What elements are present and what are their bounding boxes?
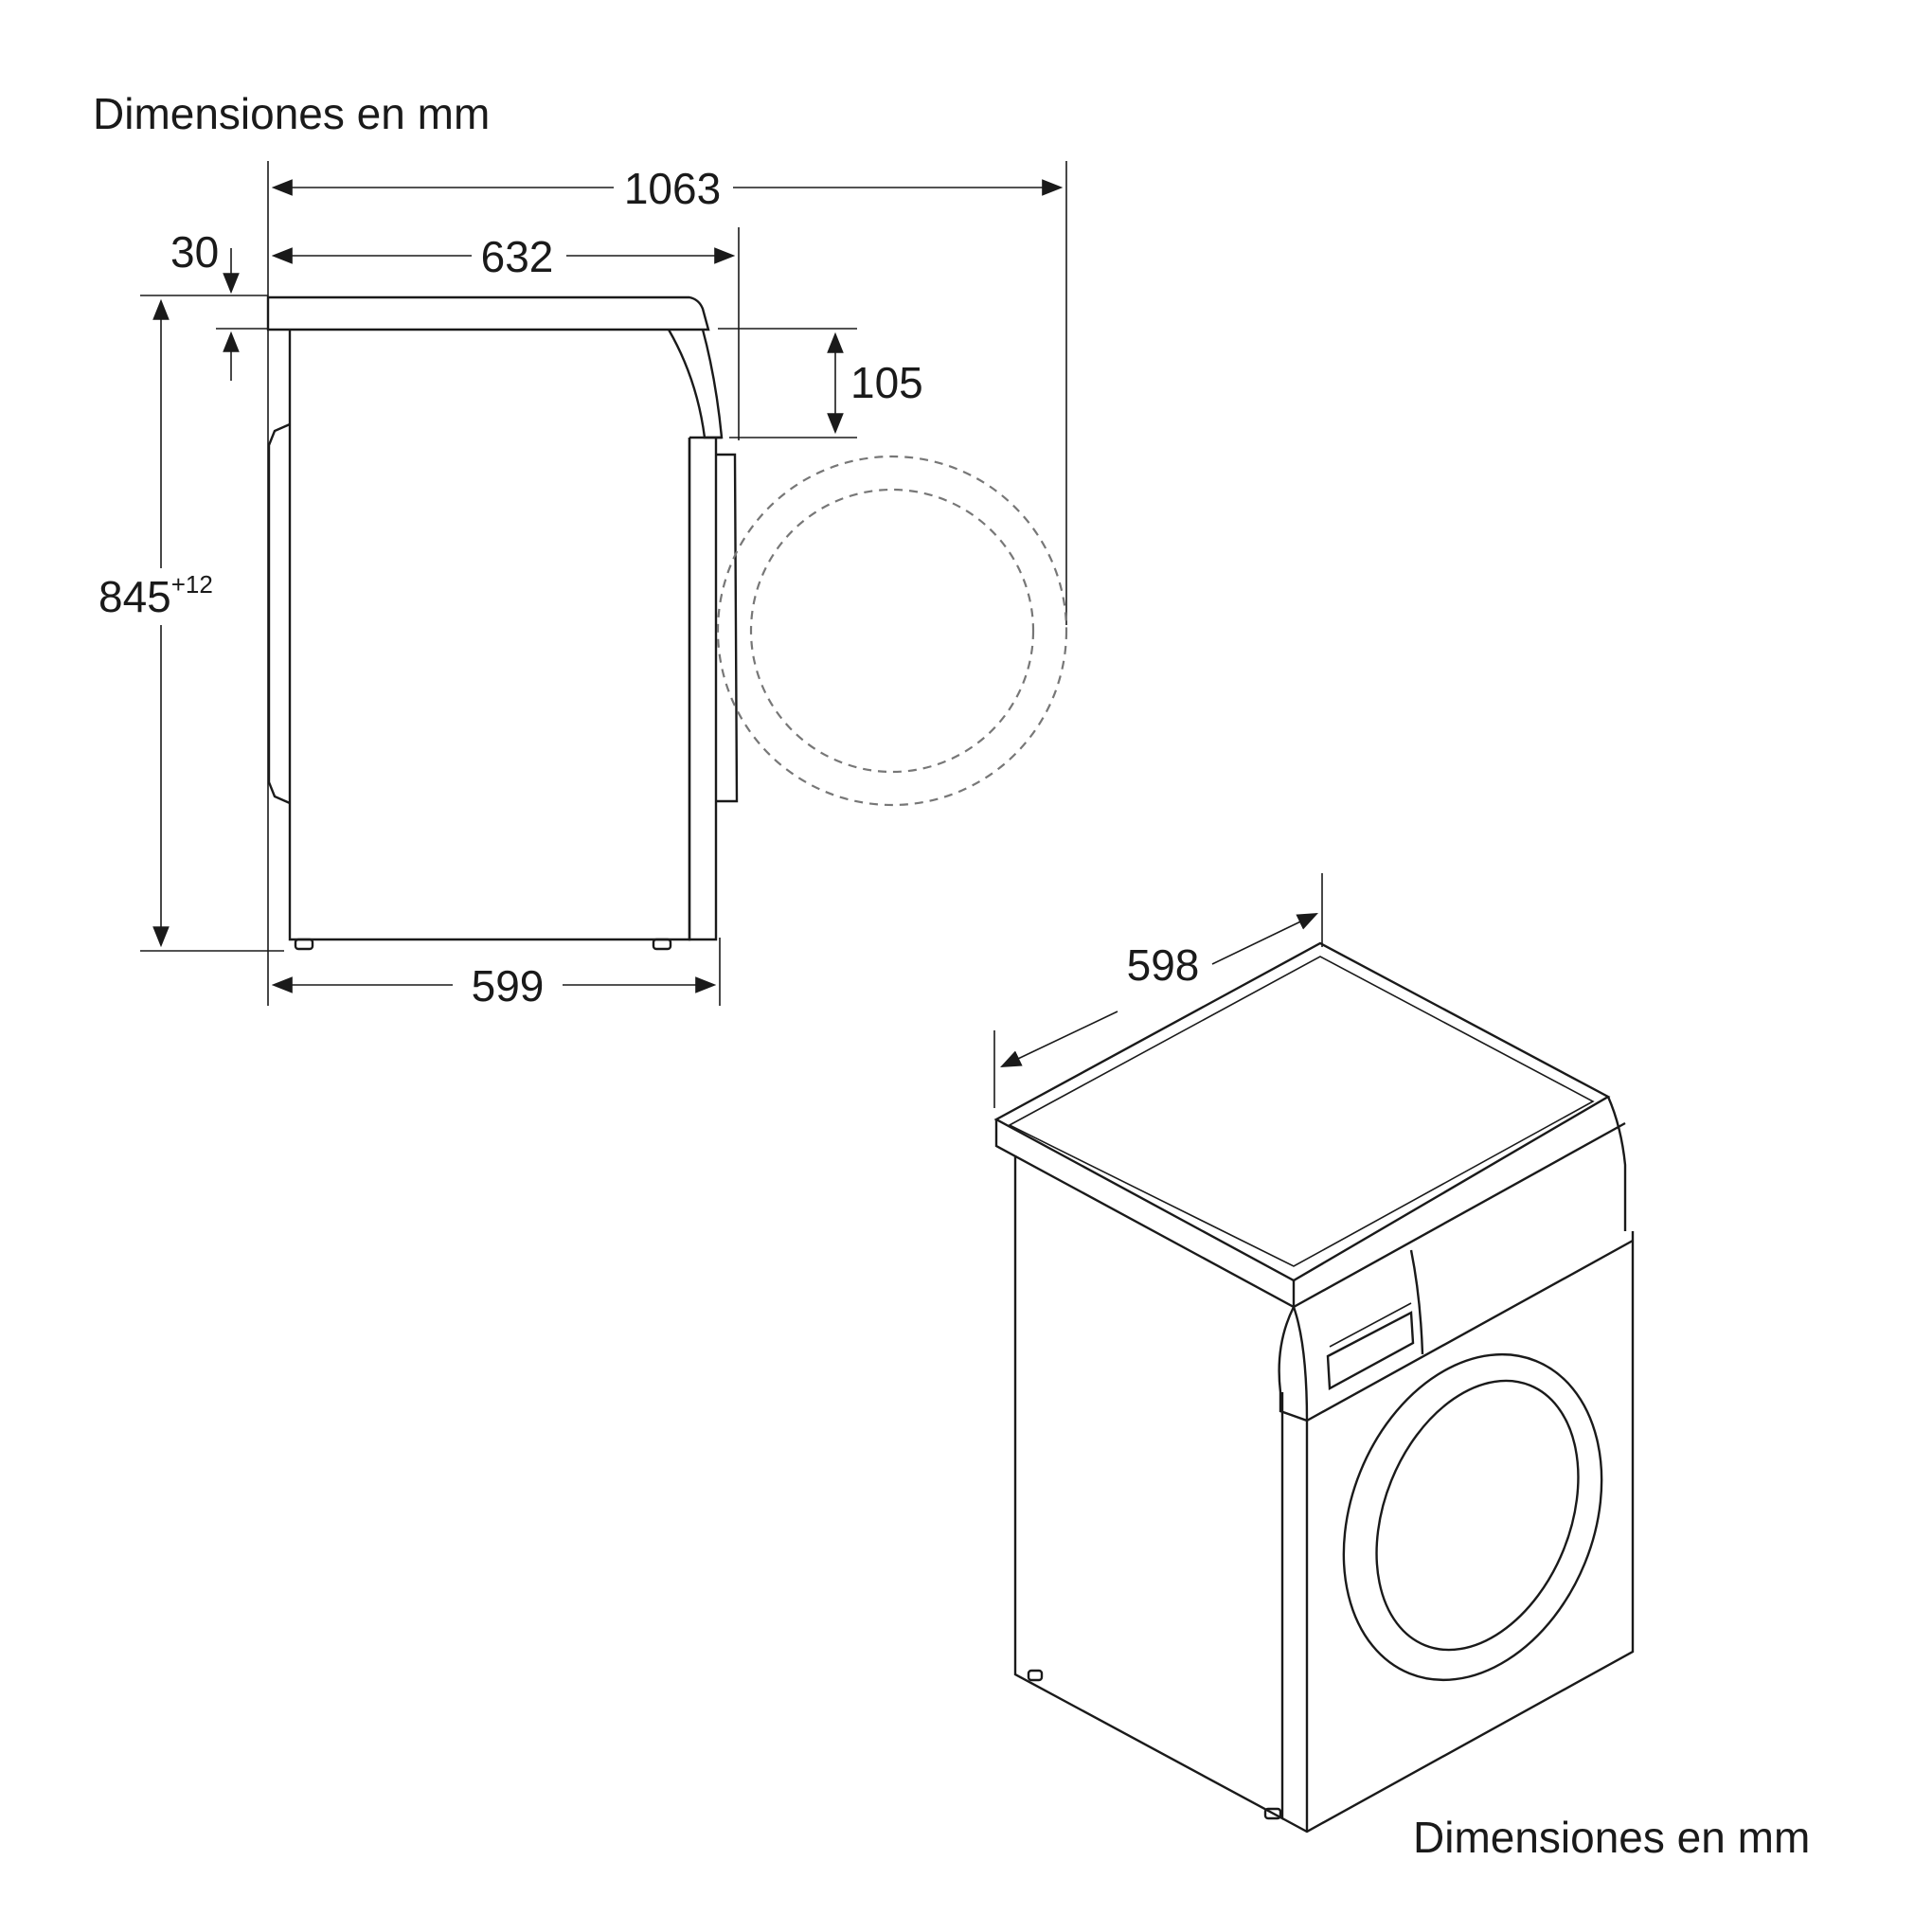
caption-bottom: Dimensiones en mm [1413,1813,1810,1862]
dim-body-depth: 599 [472,961,545,1011]
dim-top-offset: 30 [170,227,219,277]
dim-total-depth: 1063 [624,164,721,213]
side-view: 1063 632 30 845+12 105 599 [95,161,1068,1011]
control-panel-curve [667,329,724,439]
foot-front-left [1263,1807,1282,1820]
foot-left [1027,1669,1044,1682]
cabinet-body [288,330,691,941]
caption-top: Dimensiones en mm [93,89,490,138]
door-swing-outer [716,455,1068,807]
worktop [266,295,710,331]
door-edge [716,453,739,803]
dim-depth-with-door: 632 [481,232,554,281]
perspective-view: 598 [993,873,1635,1834]
door-swing-inner [749,488,1035,774]
rear-bump [267,422,291,805]
cabinet-side [1013,1155,1284,1821]
front-panel [688,438,718,941]
foot-rear [294,938,314,951]
door-inner [1375,1379,1580,1652]
dim-width: 598 [1127,940,1200,990]
worktop-right-edge [1606,1096,1627,1231]
foot-front [652,938,672,951]
control-panel [1278,1306,1309,1832]
cabinet-front [1281,1231,1635,1834]
dim-worktop-clearance: 105 [850,358,923,407]
door-outer [1342,1352,1603,1682]
worktop-top [993,941,1611,1282]
worktop-left-edge [994,1119,1296,1310]
dim-height: 845+12 [98,570,213,621]
detergent-drawer [1326,1311,1415,1390]
